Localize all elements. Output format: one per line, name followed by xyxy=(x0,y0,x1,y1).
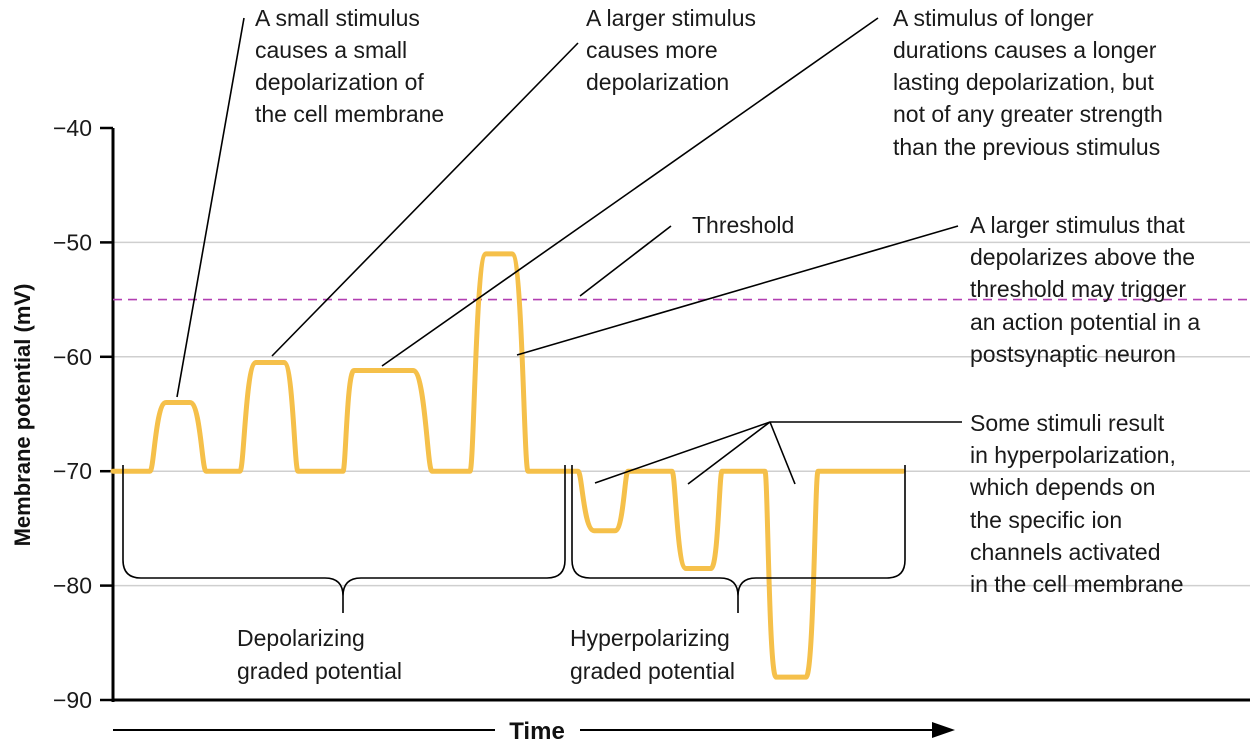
membrane-potential-trace xyxy=(110,251,906,680)
y-tick-label: −50 xyxy=(53,229,92,255)
leader-above-threshold xyxy=(516,225,959,356)
y-axis-label: Membrane potential (mV) xyxy=(10,284,35,547)
y-tick-label: −70 xyxy=(53,458,92,484)
hyperpolarizing-brace xyxy=(571,465,906,613)
hyperpolarizing-label: Hyperpolarizing graded potential xyxy=(570,625,736,684)
y-tick-labels: −40 −50 −60 −70 −80 −90 xyxy=(53,115,113,713)
y-tick-label: −90 xyxy=(53,687,92,713)
time-arrow-head xyxy=(932,722,955,738)
leader-hyperpolarization-2 xyxy=(687,421,771,485)
annotation-hyperpolarization: Some stimuli result in hyperpolarization… xyxy=(969,410,1184,597)
leader-hyperpolarization xyxy=(594,421,962,484)
annotation-larger-stimulus: A larger stimulus causes more depolariza… xyxy=(586,5,762,95)
x-axis-label: Time xyxy=(509,718,565,745)
threshold-label: Threshold xyxy=(692,212,794,238)
annotation-small-stimulus: A small stimulus causes a small depolari… xyxy=(255,5,444,127)
depolarizing-brace xyxy=(122,465,566,613)
leader-small-stimulus xyxy=(176,17,245,398)
annotation-longer-duration: A stimulus of longer durations causes a … xyxy=(893,5,1169,160)
y-tick-label: −40 xyxy=(53,115,92,141)
leader-threshold xyxy=(579,225,672,297)
leader-hyperpolarization-3 xyxy=(769,421,796,485)
y-tick-label: −60 xyxy=(53,344,92,370)
depolarizing-label: Depolarizing graded potential xyxy=(237,625,402,684)
y-tick-label: −80 xyxy=(53,573,92,599)
annotation-above-threshold: A larger stimulus that depolarizes above… xyxy=(970,212,1207,367)
leader-larger-stimulus xyxy=(271,42,579,357)
leader-longer-duration xyxy=(381,17,879,367)
